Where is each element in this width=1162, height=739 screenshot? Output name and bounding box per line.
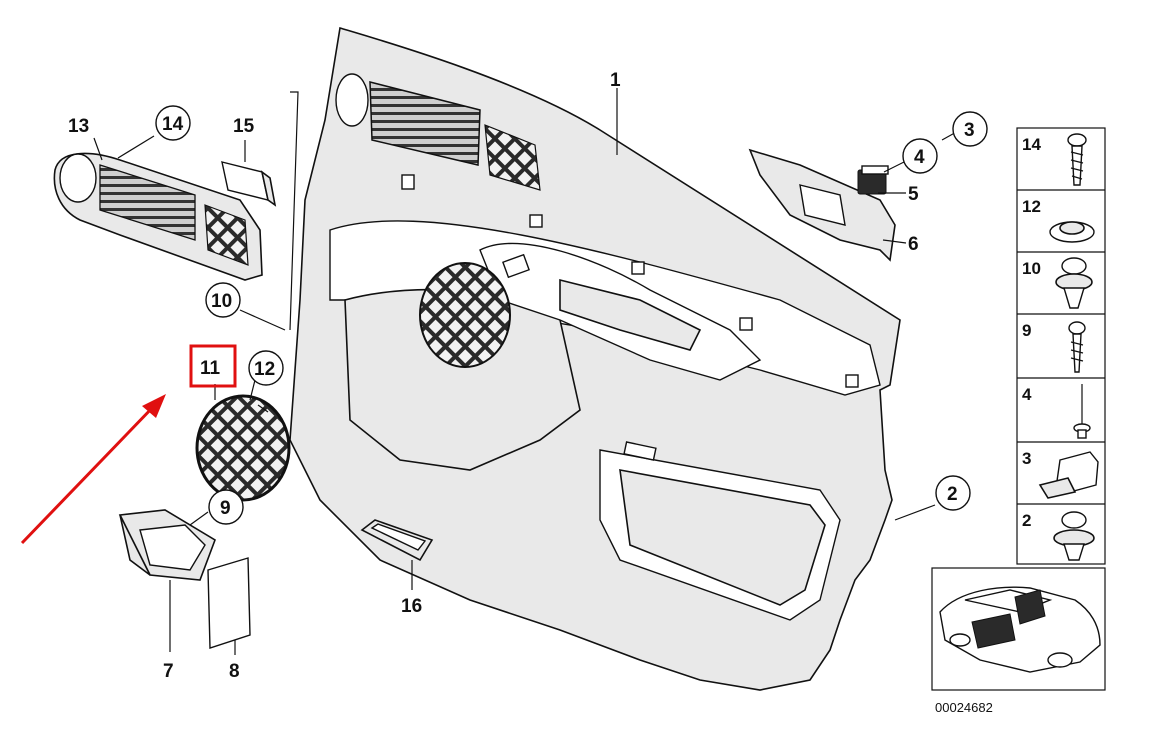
label-12: 12 (254, 359, 275, 380)
diagram-code: 00024682 (935, 700, 993, 715)
screw-icon-2 (1068, 321, 1086, 373)
red-arrow (20, 394, 166, 545)
label-5: 5 (908, 184, 919, 205)
legend-label-10: 10 (1022, 259, 1041, 278)
door-panel[interactable] (289, 26, 901, 691)
label-11: 11 (200, 358, 221, 379)
pin-icon (1073, 384, 1091, 439)
car-location-thumbnail (931, 567, 1106, 691)
cover-cap[interactable] (221, 161, 277, 207)
expanding-rivet-icon (1055, 257, 1093, 309)
label-14: 14 (162, 114, 184, 135)
label-9: 9 (220, 498, 231, 519)
legend-label-2: 2 (1022, 511, 1031, 530)
label-7: 7 (163, 661, 174, 682)
label-4: 4 (914, 147, 925, 168)
fastener-legend: 14 12 10 9 4 3 2 (1016, 127, 1106, 565)
cover-plate[interactable] (207, 557, 251, 649)
label-8: 8 (229, 661, 240, 682)
legend-label-9: 9 (1022, 321, 1031, 340)
label-1: 1 (610, 70, 621, 91)
highlight-box (189, 344, 237, 388)
label-13: 13 (68, 116, 89, 137)
mounting-bracket[interactable] (748, 148, 896, 262)
storage-pocket[interactable] (118, 509, 216, 581)
screw-icon (1067, 133, 1087, 186)
circled-labels (155, 105, 988, 525)
label-10: 10 (211, 291, 232, 312)
bracket-icon (1038, 451, 1099, 499)
label-6: 6 (908, 234, 919, 255)
label-15: 15 (233, 116, 255, 137)
legend-label-12: 12 (1022, 197, 1041, 216)
legend-label-3: 3 (1022, 449, 1031, 468)
legend-label-4: 4 (1022, 385, 1032, 404)
switch-cover[interactable] (360, 519, 434, 562)
clip-nut-icon (1049, 221, 1095, 243)
speaker-grille[interactable] (195, 394, 291, 502)
leader-lines (93, 88, 961, 655)
label-16: 16 (401, 596, 422, 617)
label-2: 2 (947, 484, 958, 505)
push-clip-icon (1053, 511, 1095, 561)
legend-label-14: 14 (1022, 135, 1041, 154)
label-3: 3 (964, 120, 975, 141)
vent-housing[interactable] (53, 152, 263, 281)
